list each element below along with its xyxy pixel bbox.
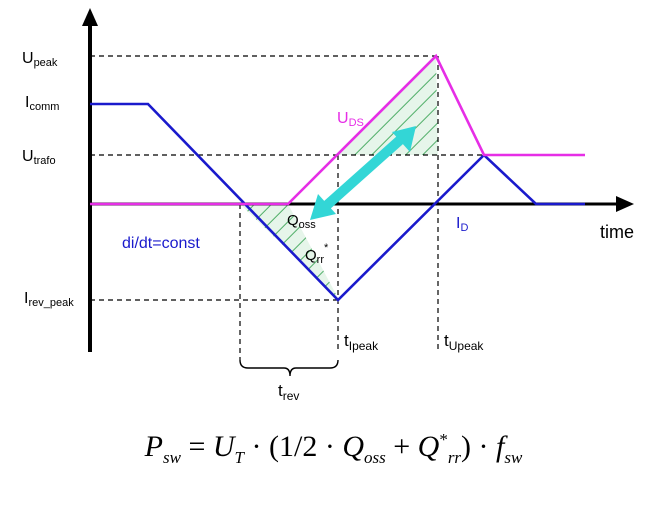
x-axis-arrow	[616, 196, 634, 212]
i-rev-peak-label: Irev_peak	[24, 290, 74, 309]
qoss-label: Qoss	[287, 212, 316, 231]
uds-label: UDS	[337, 110, 364, 129]
current-waveform-id	[90, 102, 585, 302]
time-axis-label: time	[600, 222, 634, 242]
u-trafo-label: Utrafo	[22, 148, 56, 167]
qrr-label: Qrr*	[305, 242, 329, 266]
t-rev-bracket	[239, 359, 339, 377]
t-ipeak-label: tIpeak	[344, 331, 379, 353]
t-upeak-label: tUpeak	[444, 331, 484, 353]
i-comm-label: Icomm	[25, 94, 59, 113]
voltage-waveform-uds	[90, 53, 585, 206]
id-label: ID	[456, 215, 468, 234]
switching-loss-formula: Psw = UT · (1/2 · Qoss + Q*rr) · fsw	[144, 430, 523, 467]
y-axis-arrow	[82, 8, 98, 26]
energy-double-arrow	[310, 126, 416, 220]
u-peak-label: Upeak	[22, 50, 58, 69]
didt-label: di/dt=const	[122, 235, 200, 252]
t-rev-label: trev	[278, 381, 299, 403]
guide-lines	[90, 55, 484, 360]
